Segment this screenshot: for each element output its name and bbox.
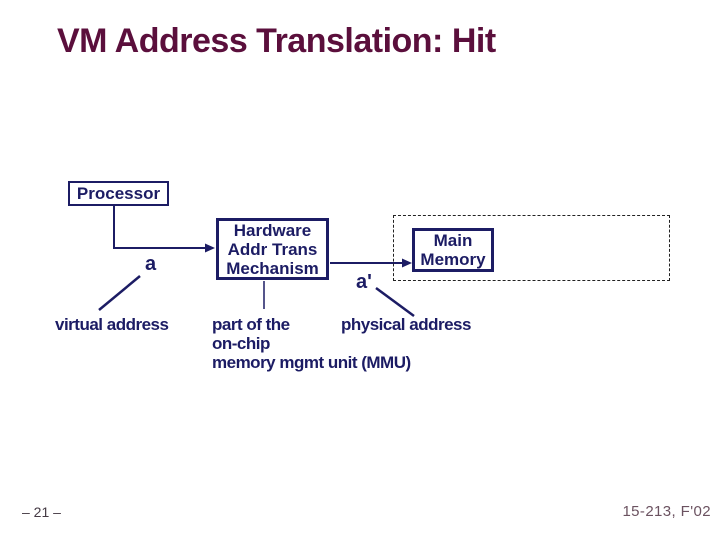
- main-memory-line2: Memory: [420, 250, 486, 269]
- hardware-box-line2: Addr Trans: [227, 239, 318, 259]
- virtual-address-annotation: virtual address: [55, 315, 169, 334]
- hardware-addr-trans-box: Hardware Addr Trans Mechanism: [216, 218, 329, 280]
- mmu-note-line1: part of the: [212, 315, 290, 334]
- main-memory-line1: Main: [433, 231, 473, 250]
- mmu-note-annotation: part of the on-chip memory mgmt unit (MM…: [212, 315, 411, 372]
- course-footer: 15-213, F'02: [622, 503, 711, 520]
- processor-box: Processor: [68, 181, 169, 206]
- hardware-box-line3: Mechanism: [226, 258, 319, 278]
- physical-address-annotation: physical address: [341, 315, 471, 334]
- arrowhead-into-memory: [402, 258, 412, 268]
- connector-processor-to-mmu: [113, 206, 205, 249]
- slide-title: VM Address Translation: Hit: [57, 22, 496, 60]
- processor-label: Processor: [76, 183, 161, 203]
- pointer-virtual-address: [98, 275, 141, 311]
- mmu-note-line3: memory mgmt unit (MMU): [212, 353, 411, 372]
- slide-page-number: – 21 –: [22, 504, 61, 520]
- label-virtual-address-a: a: [145, 253, 157, 275]
- main-memory-box: Main Memory: [412, 228, 494, 272]
- hardware-box-line1: Hardware: [233, 220, 312, 240]
- arrowhead-into-mmu: [205, 243, 215, 253]
- label-physical-address-a-prime: a': [356, 271, 372, 293]
- mmu-note-line2: on-chip: [212, 334, 270, 353]
- main-memory-dashed-region: [393, 215, 670, 281]
- pointer-physical-address: [375, 286, 415, 318]
